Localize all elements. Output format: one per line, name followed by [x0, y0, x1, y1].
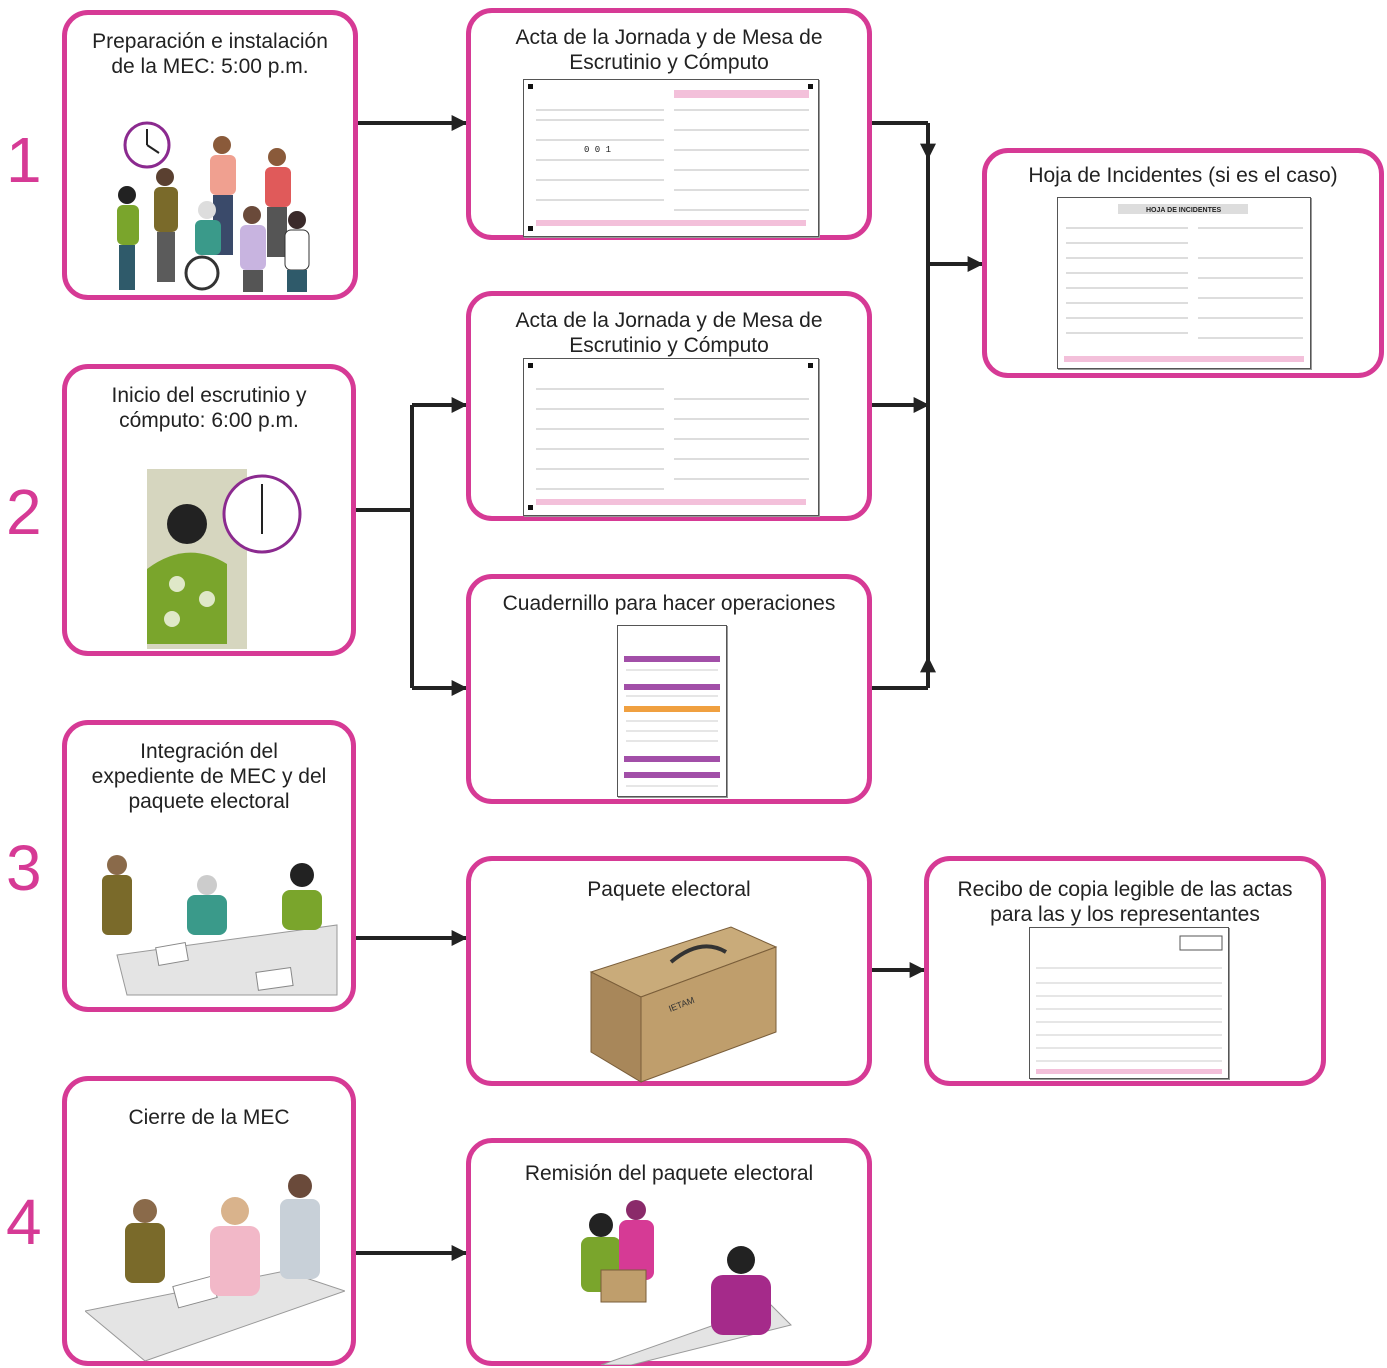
box-remision-title: Remisión del paquete electoral [524, 1162, 814, 1185]
table-workers-illustration [102, 855, 338, 996]
acta-document-thumbnail: 0 0 1 [523, 79, 819, 237]
box-integracion-title: Integración del expediente de MEC y del … [91, 740, 327, 813]
box-preparacion: Preparación e instalación de la MEC: 5:0… [62, 10, 358, 300]
people-illustration [117, 121, 310, 292]
step-number-4: 4 [6, 1186, 42, 1258]
box-acta-1: Acta de la Jornada y de Mesa de Escrutin… [466, 8, 872, 240]
svg-text:HOJA DE INCIDENTES: HOJA DE INCIDENTES [1146, 207, 1222, 214]
svg-text:0 0 1: 0 0 1 [584, 145, 611, 155]
recibo-document-thumbnail [1029, 927, 1229, 1079]
box-cuadernillo-title: Cuadernillo para hacer operaciones [502, 592, 836, 615]
step-number-1: 1 [6, 124, 42, 196]
electoral-box-illustration: IETAM [589, 926, 778, 1083]
box-hoja-incidentes-title: Hoja de Incidentes (si es el caso) [1028, 164, 1338, 187]
box-cierre: Cierre de la MEC [62, 1076, 356, 1366]
box-preparacion-title: Preparación e instalación de la MEC: 5:0… [92, 30, 328, 78]
step-number-2: 2 [6, 476, 42, 548]
box-acta-2-title: Acta de la Jornada y de Mesa de Escrutin… [515, 309, 823, 357]
vote-counter-illustration [147, 469, 302, 649]
box-recibo: Recibo de copia legible de las actas par… [924, 856, 1326, 1086]
acta-filled-document-thumbnail [523, 358, 819, 516]
closing-illustration [85, 1174, 345, 1361]
box-acta-2: Acta de la Jornada y de Mesa de Escrutin… [466, 291, 872, 521]
delivery-illustration [581, 1200, 792, 1365]
box-acta-1-title: Acta de la Jornada y de Mesa de Escrutin… [515, 26, 823, 74]
step-number-3: 3 [6, 832, 42, 904]
box-inicio-escrutinio: Inicio del escrutinio y cómputo: 6:00 p.… [62, 364, 356, 656]
box-cierre-title: Cierre de la MEC [128, 1106, 290, 1129]
box-hoja-incidentes: Hoja de Incidentes (si es el caso) HOJA … [982, 148, 1384, 378]
box-inicio-escrutinio-title: Inicio del escrutinio y cómputo: 6:00 p.… [111, 384, 307, 432]
hoja-document-thumbnail: HOJA DE INCIDENTES [1057, 197, 1311, 369]
cuadernillo-document-thumbnail [617, 625, 727, 797]
box-recibo-title: Recibo de copia legible de las actas par… [957, 878, 1293, 926]
box-remision: Remisión del paquete electoral [466, 1138, 872, 1366]
box-cuadernillo: Cuadernillo para hacer operaciones [466, 574, 872, 804]
box-paquete-electoral: Paquete electoral IETAM [466, 856, 872, 1086]
box-paquete-electoral-title: Paquete electoral [587, 878, 751, 901]
box-integracion: Integración del expediente de MEC y del … [62, 720, 356, 1012]
